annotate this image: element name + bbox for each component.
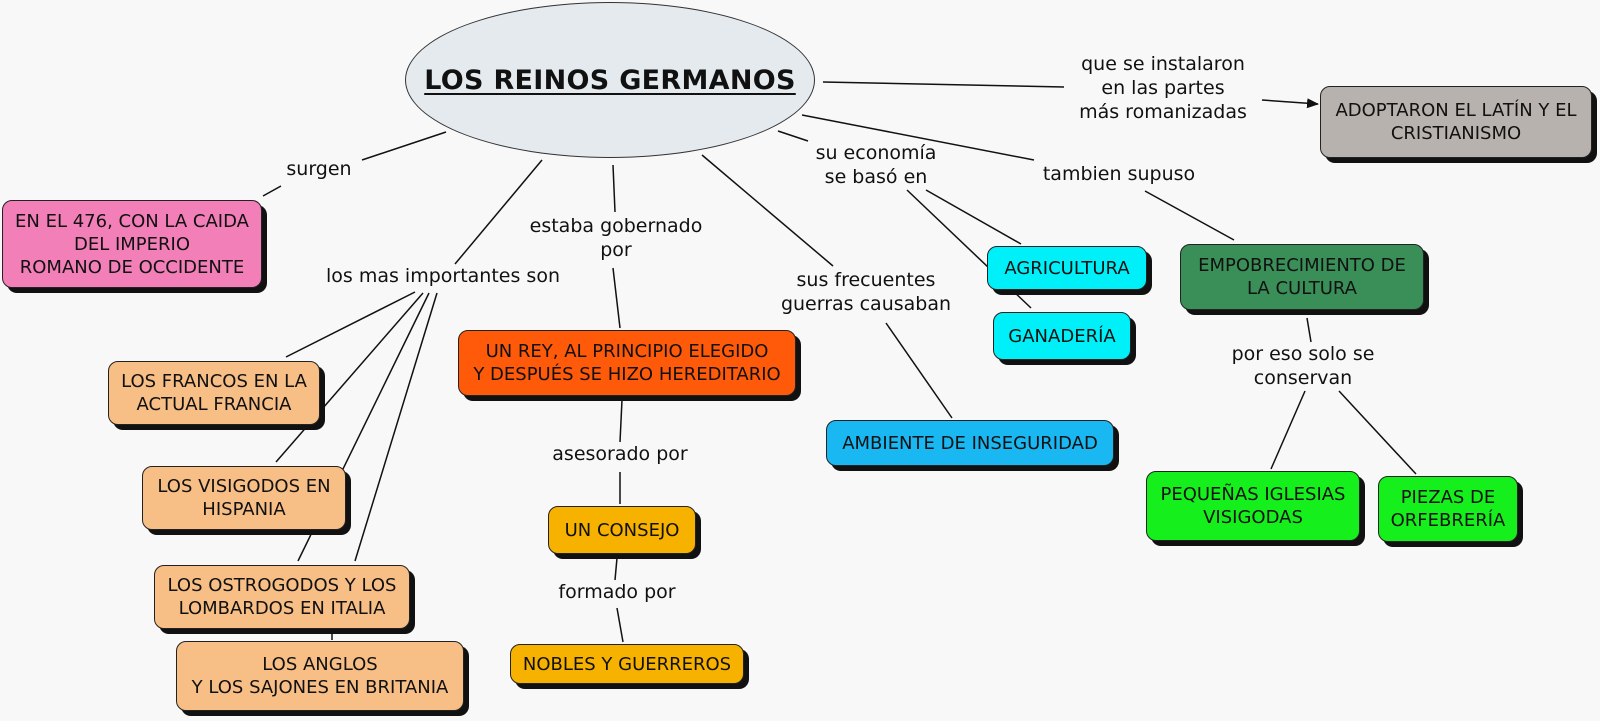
label-economia: su economía se basó en — [815, 142, 937, 188]
line-conservan-iglesias — [1270, 390, 1306, 470]
label-conservan: por eso solo se conservan — [1231, 343, 1375, 389]
node-orfebreria: PIEZAS DE ORFEBRERÍA — [1378, 476, 1518, 542]
line-title-guerras — [701, 154, 834, 267]
node-anglos: LOS ANGLOS Y LOS SAJONES EN BRITANIA — [176, 641, 464, 711]
node-inseguridad: AMBIENTE DE INSEGURIDAD — [826, 420, 1114, 466]
line-guerras-inseguridad — [885, 322, 953, 419]
label-gobernado: estaba gobernado por — [529, 215, 703, 261]
line-conservan-orfebreria — [1338, 390, 1417, 475]
label-importantes: los mas importantes son — [326, 265, 560, 287]
line-title-importantes — [454, 159, 543, 265]
arrow-instalaron-latin — [1261, 98, 1319, 109]
node-rey: UN REY, AL PRINCIPIO ELEGIDO Y DESPUÉS S… — [458, 330, 796, 396]
line-title-gobernado — [612, 164, 616, 213]
node-iglesias: PEQUEÑAS IGLESIAS VISIGODAS — [1146, 471, 1360, 541]
node-agricultura: AGRICULTURA — [987, 246, 1147, 290]
label-formado: formado por — [558, 581, 676, 603]
node-consejo: UN CONSEJO — [548, 506, 696, 554]
line-consejo-formado — [614, 557, 618, 581]
line-title-supuso — [801, 114, 1035, 161]
label-instalaron: que se instalaron en las partes más roma… — [1079, 53, 1247, 123]
line-title-instalaron — [822, 81, 1065, 88]
label-asesorado: asesorado por — [552, 443, 688, 465]
label-guerras: sus frecuentes guerras causaban — [780, 269, 952, 315]
line-importantes-visigodos — [275, 292, 424, 463]
line-economia-agricultura — [925, 189, 1022, 245]
node-empobrecimiento: EMPOBRECIMIENTO DE LA CULTURA — [1180, 244, 1424, 310]
node-visigodos: LOS VISIGODOS EN HISPANIA — [142, 466, 346, 530]
node-ostrogodos: LOS OSTROGODOS Y LOS LOMBARDOS EN ITALIA — [154, 565, 410, 629]
line-formado-nobles — [616, 607, 624, 643]
line-gobernado-rey — [612, 267, 621, 329]
line-importantes-francos — [285, 291, 416, 358]
line-title-surgen — [361, 131, 447, 161]
node-ganaderia: GANADERÍA — [993, 312, 1131, 360]
line-supuso-empobrecimiento — [1144, 190, 1235, 241]
node-nobles: NOBLES Y GUERREROS — [510, 644, 744, 684]
node-476: EN EL 476, CON LA CAIDA DEL IMPERIO ROMA… — [2, 200, 262, 288]
label-surgen: surgen — [286, 158, 352, 180]
line-title-economia — [777, 130, 809, 142]
node-latin: ADOPTARON EL LATÍN Y EL CRISTIANISMO — [1320, 86, 1592, 158]
label-supuso: tambien supuso — [1042, 163, 1196, 185]
node-francos: LOS FRANCOS EN LA ACTUAL FRANCIA — [108, 361, 320, 425]
line-surgen-476 — [262, 185, 282, 197]
main-topic-node: LOS REINOS GERMANOS — [405, 2, 815, 158]
line-rey-asesorado — [619, 399, 623, 443]
line-importantes-anglos — [354, 292, 438, 562]
main-topic-title: LOS REINOS GERMANOS — [424, 64, 796, 96]
line-empobrecimiento-conservan — [1306, 317, 1312, 343]
